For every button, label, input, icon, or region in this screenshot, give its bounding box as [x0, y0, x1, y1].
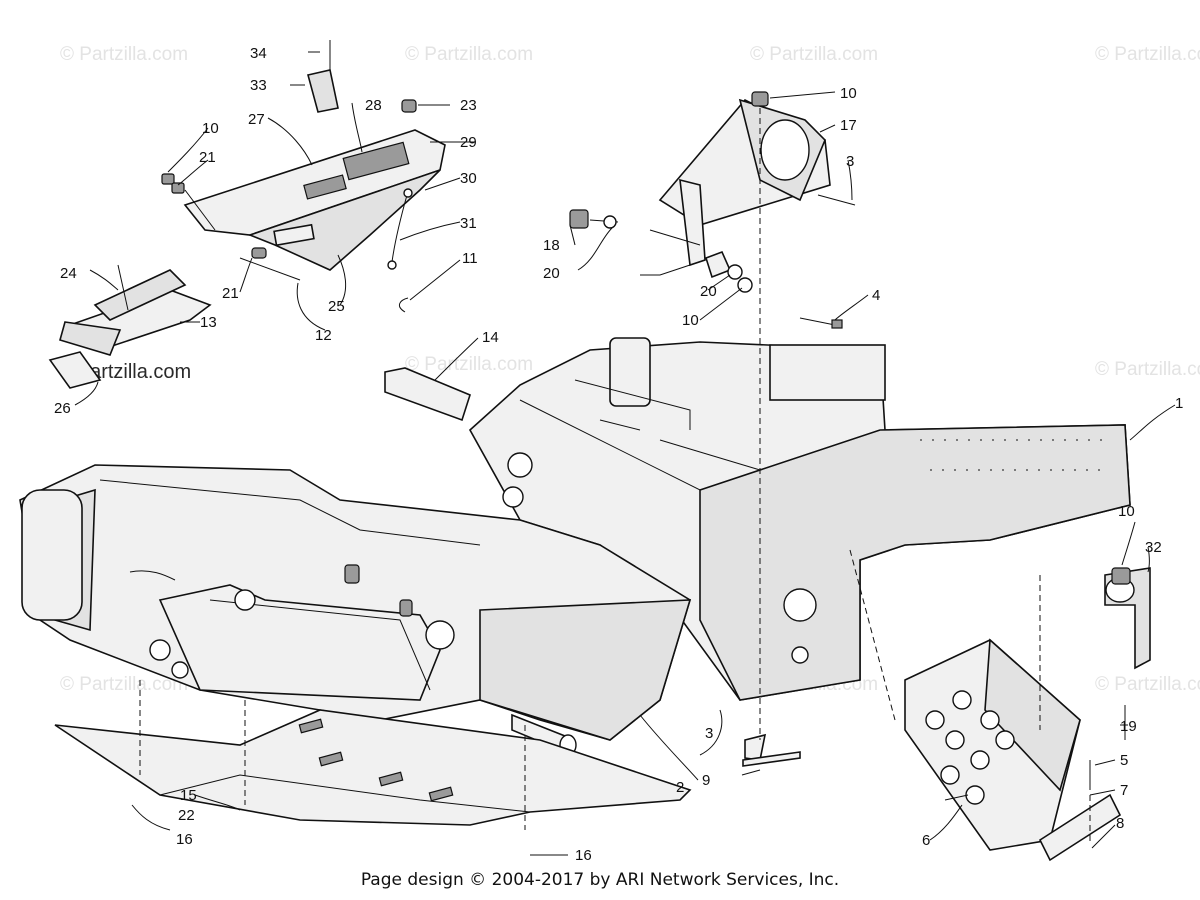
callout-16: 16 [176, 831, 193, 848]
callout-6: 6 [922, 832, 930, 849]
callout-8: 8 [1116, 815, 1124, 832]
callout-31: 31 [460, 215, 477, 232]
callout-11: 11 [462, 250, 478, 267]
callout-16: 16 [575, 847, 592, 864]
callout-24: 24 [60, 265, 77, 282]
watermark: © Partzilla.com [405, 354, 533, 375]
callout-17: 17 [840, 117, 857, 134]
callout-4: 4 [872, 287, 880, 304]
callout-27: 27 [248, 111, 265, 128]
watermark: © Partzilla.com [405, 44, 533, 65]
callout-29: 29 [460, 134, 477, 151]
callout-19: 19 [1120, 718, 1137, 735]
callout-33: 33 [250, 77, 267, 94]
watermark: © Partzilla.com [1095, 674, 1200, 695]
callout-30: 30 [460, 170, 477, 187]
bracket-14 [384, 367, 471, 422]
steering-bracket [569, 91, 856, 293]
watermark: © Partzilla.com [60, 674, 188, 695]
callout-1: 1 [1175, 395, 1183, 412]
callout-9: 9 [702, 772, 710, 789]
page-footer: Page design © 2004-2017 by ARI Network S… [360, 870, 840, 890]
callout-10: 10 [682, 312, 699, 329]
watermark: © Partzilla.com [1095, 44, 1200, 65]
callout-18: 18 [543, 237, 560, 254]
callout-10: 10 [1118, 503, 1135, 520]
callout-14: 14 [482, 329, 499, 346]
callout-2: 2 [676, 779, 684, 796]
callout-21: 21 [199, 149, 216, 166]
callout-10: 10 [202, 120, 219, 137]
callout-5: 5 [1120, 752, 1128, 769]
callout-22: 22 [178, 807, 195, 824]
callout-3: 3 [846, 153, 854, 170]
watermark: © Partzilla.com [1095, 359, 1200, 380]
callout-3: 3 [705, 725, 713, 742]
callout-12: 12 [315, 327, 332, 344]
hood-latch [48, 264, 212, 389]
callout-10: 10 [840, 85, 857, 102]
watermark: © Partzilla.com [60, 44, 188, 65]
callout-32: 32 [1145, 539, 1162, 556]
callout-20: 20 [700, 283, 717, 300]
callout-13: 13 [200, 314, 217, 331]
callout-7: 7 [1120, 782, 1128, 799]
explosion-lines [139, 108, 1091, 845]
rear-skid-assembly [742, 567, 1151, 862]
front-bulkhead [19, 464, 692, 756]
callout-23: 23 [460, 97, 477, 114]
dash-panel [161, 40, 446, 313]
callout-21: 21 [222, 285, 239, 302]
callout-15: 15 [180, 787, 197, 804]
callout-20: 20 [543, 265, 560, 282]
watermark: © Partzilla.com [750, 44, 878, 65]
callout-labels: 1 2 3 3 4 5 6 7 8 9 10 10 10 10 11 12 13… [54, 45, 1183, 864]
leader-lines [74, 51, 1176, 856]
callout-25: 25 [328, 298, 345, 315]
rivet-4 [799, 317, 843, 329]
callout-34: 34 [250, 45, 267, 62]
belly-pan [54, 709, 692, 826]
callout-26: 26 [54, 400, 71, 417]
callout-28: 28 [365, 97, 382, 114]
